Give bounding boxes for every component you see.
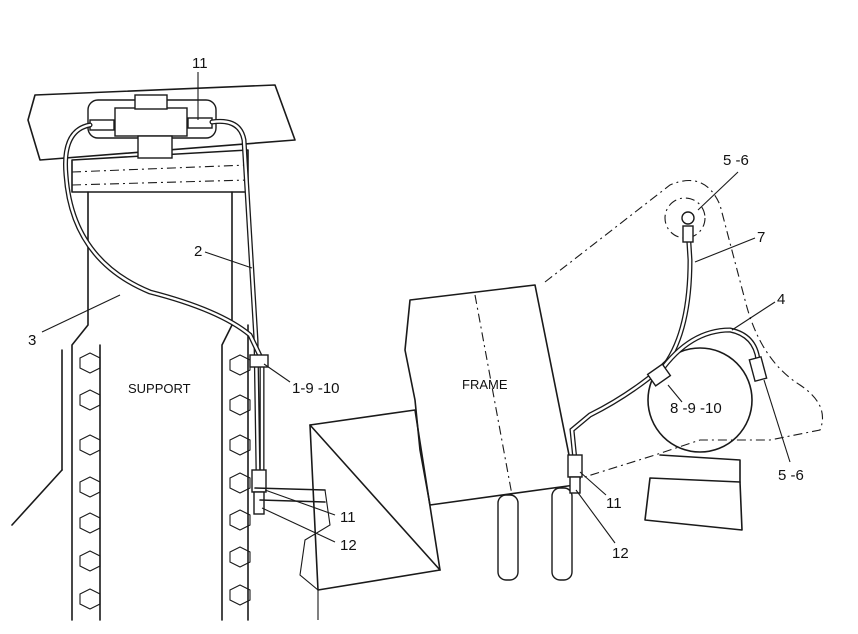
callout-7: 7 — [757, 229, 765, 246]
clamp-8-9-10 — [646, 363, 672, 387]
fitting-5-6-top — [682, 225, 694, 243]
hex-bolts-right — [229, 354, 251, 606]
hex-bolts-left — [79, 352, 101, 610]
callout-2: 2 — [194, 243, 202, 260]
fitting-12-left — [253, 491, 265, 515]
callout-12-left: 12 — [340, 537, 357, 554]
callout-4: 4 — [777, 291, 785, 308]
callout-8-9-10: 8 -9 -10 — [670, 400, 722, 417]
callout-11-bottom: 11 — [340, 509, 356, 526]
hose-2 — [209, 118, 261, 473]
clamp-1-9-10 — [249, 354, 269, 368]
pivot-circle — [647, 347, 753, 453]
fitting-5-6-bottom — [748, 355, 768, 383]
fitting-12-right — [569, 476, 581, 494]
rod-right — [551, 487, 573, 581]
valve-block — [87, 94, 217, 159]
callout-12-right: 12 — [612, 545, 629, 562]
callout-1-9-10: 1-9 -10 — [292, 380, 340, 397]
callout-11-top: 11 — [192, 55, 208, 72]
right-view-frame: 5 -6 7 4 8 -9 -10 5 -6 11 12 FRAME — [404, 152, 824, 581]
fitting-11-right — [567, 454, 583, 478]
callout-3: 3 — [28, 332, 36, 349]
hose-7 — [569, 225, 693, 463]
frame-block — [404, 284, 576, 506]
bucket-block — [644, 477, 743, 531]
label-frame: FRAME — [462, 377, 508, 392]
rod-left — [497, 494, 519, 581]
callout-5-6-bottom: 5 -6 — [778, 467, 804, 484]
label-support: SUPPORT — [128, 381, 191, 396]
support-body — [71, 191, 89, 621]
callout-5-6-top: 5 -6 — [723, 152, 749, 169]
lift-arm-outline — [544, 180, 824, 481]
callout-11-right: 11 — [606, 495, 622, 512]
triangle-bracket — [309, 409, 441, 591]
left-view-support: 11 2 3 1-9 -10 11 12 SUPPORT — [11, 55, 357, 621]
